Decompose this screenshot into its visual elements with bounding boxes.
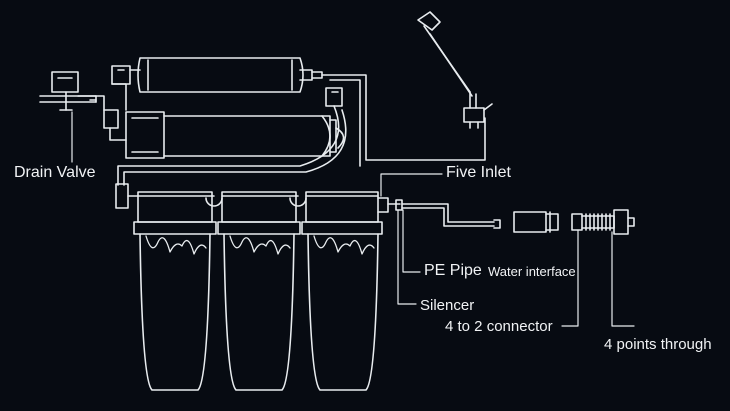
label-4-points-through: 4 points through	[604, 336, 712, 353]
water-interface-part	[513, 211, 559, 233]
cartridge-glow	[156, 240, 353, 382]
top-connectors	[325, 87, 343, 107]
filter-inner-waves	[145, 235, 375, 255]
pe-pipe-leader	[402, 209, 421, 273]
points-leader	[611, 231, 635, 327]
label-drain-valve: Drain Valve	[14, 164, 96, 181]
tubing	[77, 74, 486, 186]
label-water-interface: Water interface	[488, 264, 576, 279]
output-line	[387, 199, 501, 229]
membrane-filter-top	[111, 57, 323, 93]
silencer-leader	[397, 209, 417, 305]
drain-valve	[39, 71, 97, 111]
label-pe-pipe: PE Pipe	[424, 262, 482, 279]
prefilter-housings	[115, 183, 389, 391]
faucet	[417, 11, 493, 129]
membrane-filter-second	[103, 109, 345, 159]
threaded-fitting	[571, 209, 635, 235]
label-4-to-2-connector: 4 to 2 connector	[445, 318, 553, 335]
connector-leader	[561, 229, 579, 327]
label-five-inlet: Five Inlet	[446, 164, 511, 181]
five-inlet-leader	[380, 173, 443, 197]
label-silencer: Silencer	[420, 297, 475, 314]
